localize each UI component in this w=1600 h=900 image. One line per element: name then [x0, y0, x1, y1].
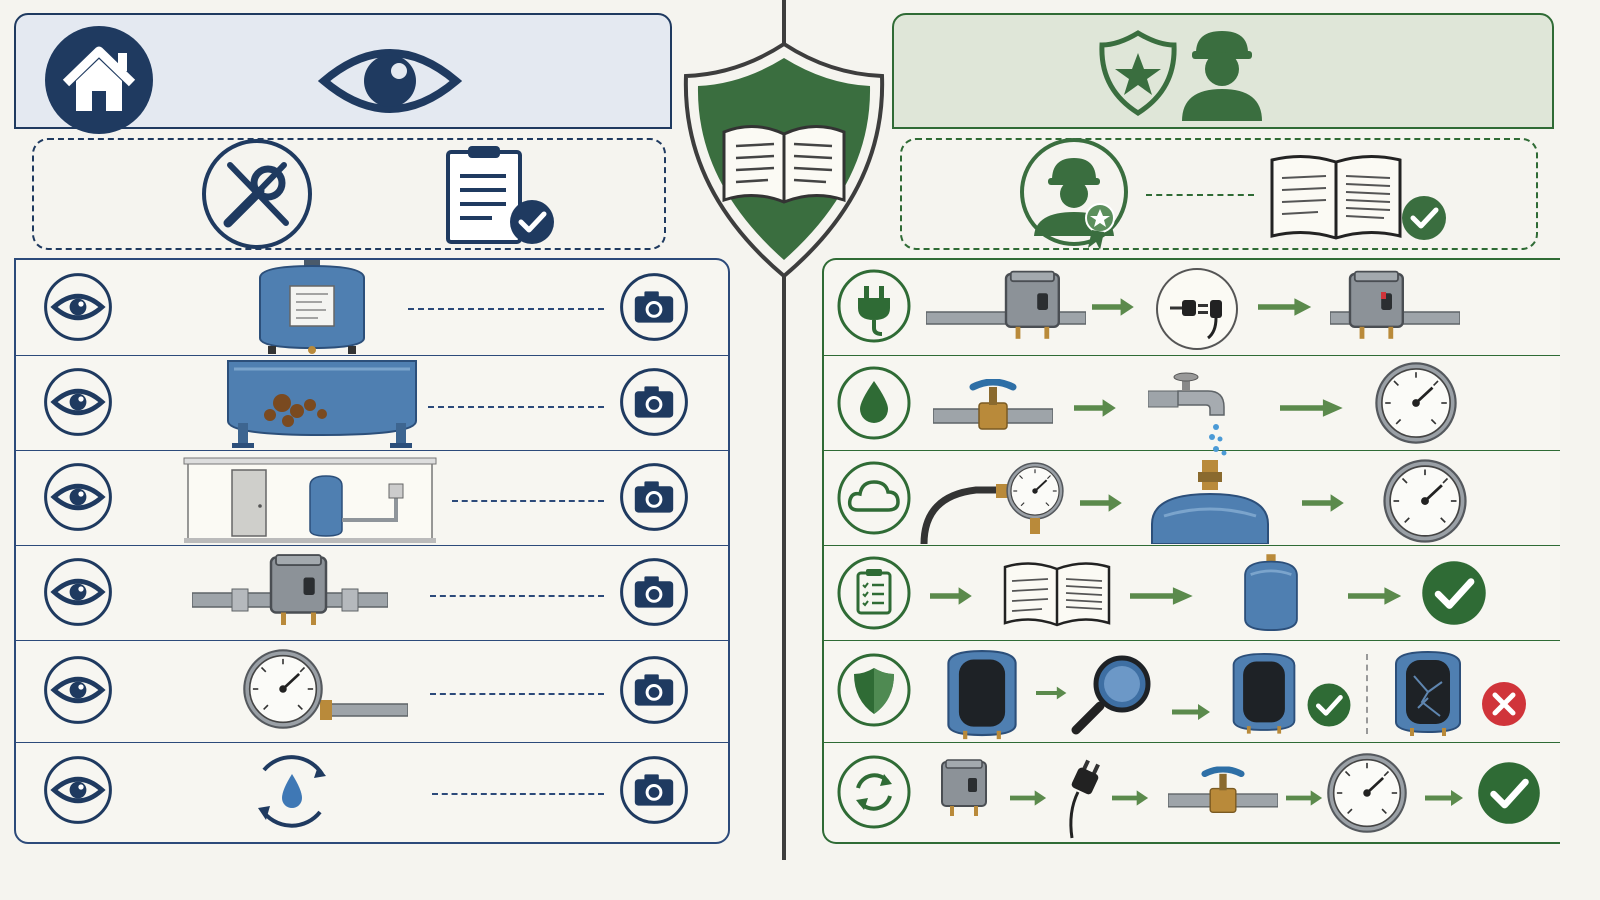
right-header [892, 13, 1554, 129]
shield-star-icon [1098, 29, 1178, 117]
rusty-tank-base-icon [222, 359, 422, 451]
left-subheader [32, 138, 666, 250]
check-icon [1306, 682, 1352, 728]
manual-check-icon [1268, 152, 1452, 244]
left-header [14, 13, 672, 134]
eye-icon [42, 754, 114, 826]
tank-in-room-icon [182, 456, 438, 544]
fail-icon [1480, 680, 1528, 728]
left-row-2 [14, 355, 728, 450]
tank-top-icon [1148, 460, 1272, 544]
pressure-switch-icon [926, 264, 1086, 354]
cycle-icon [836, 754, 912, 830]
water-drop-icon [836, 365, 912, 441]
shield-manual-icon [680, 40, 888, 280]
magnifier-icon [1066, 650, 1158, 742]
right-row-2 [822, 355, 1560, 456]
faucet-draining-icon [1148, 371, 1248, 461]
certified-technician-icon [1018, 136, 1136, 254]
eye-icon [42, 556, 114, 628]
valve-icon [928, 379, 1058, 439]
left-row-5 [14, 640, 728, 742]
tank-icon [1234, 549, 1308, 639]
plug-icon [1050, 756, 1110, 840]
pressure-gauge-icon [1372, 359, 1460, 447]
manual-icon [1002, 559, 1112, 629]
shield-icon [836, 652, 912, 728]
left-row-1 [14, 258, 728, 355]
water-cycle-icon [242, 750, 342, 836]
right-row-4 [822, 545, 1560, 640]
home-icon [44, 25, 154, 135]
plug-icon [836, 268, 912, 344]
tank-bladder-torn-icon [1388, 646, 1468, 736]
right-row-1 [822, 258, 1560, 355]
pressure-switch-icon [1330, 264, 1460, 354]
eye-icon [42, 366, 114, 438]
left-row-3 [14, 450, 728, 545]
right-row-3 [822, 450, 1560, 545]
left-row-4 [14, 545, 728, 640]
pressure-gauge-icon [238, 644, 408, 734]
pressure-switch-icon [922, 752, 1002, 832]
eye-icon [318, 37, 462, 125]
tank-with-label-icon [242, 260, 382, 355]
camera-icon[interactable] [618, 654, 690, 726]
camera-icon[interactable] [618, 461, 690, 533]
valve-icon [1168, 764, 1278, 824]
right-row-5 [822, 640, 1560, 742]
check-icon [1420, 559, 1488, 627]
eye-icon [42, 654, 114, 726]
eye-icon [42, 271, 114, 343]
checklist-icon [836, 555, 912, 631]
checklist-clipboard-icon [442, 142, 558, 246]
camera-icon[interactable] [618, 271, 690, 343]
check-icon [1476, 760, 1542, 826]
cloud-icon [836, 460, 912, 536]
unplug-icon [1154, 266, 1240, 352]
right-subheader [900, 138, 1538, 250]
center-divider [782, 0, 786, 860]
hose-gauge-icon [916, 460, 1066, 546]
eye-icon [42, 461, 114, 533]
camera-icon[interactable] [618, 754, 690, 826]
pressure-gauge-icon [1324, 750, 1410, 836]
tank-bladder-icon [940, 644, 1024, 740]
no-tools-icon [200, 137, 314, 251]
camera-icon[interactable] [618, 556, 690, 628]
left-row-6 [14, 742, 728, 840]
pressure-gauge-icon [1380, 456, 1470, 546]
technician-icon [1174, 23, 1270, 123]
pressure-switch-icon [192, 549, 388, 639]
camera-icon[interactable] [618, 366, 690, 438]
right-row-6 [822, 742, 1560, 840]
tank-bladder-ok-icon [1226, 646, 1302, 736]
